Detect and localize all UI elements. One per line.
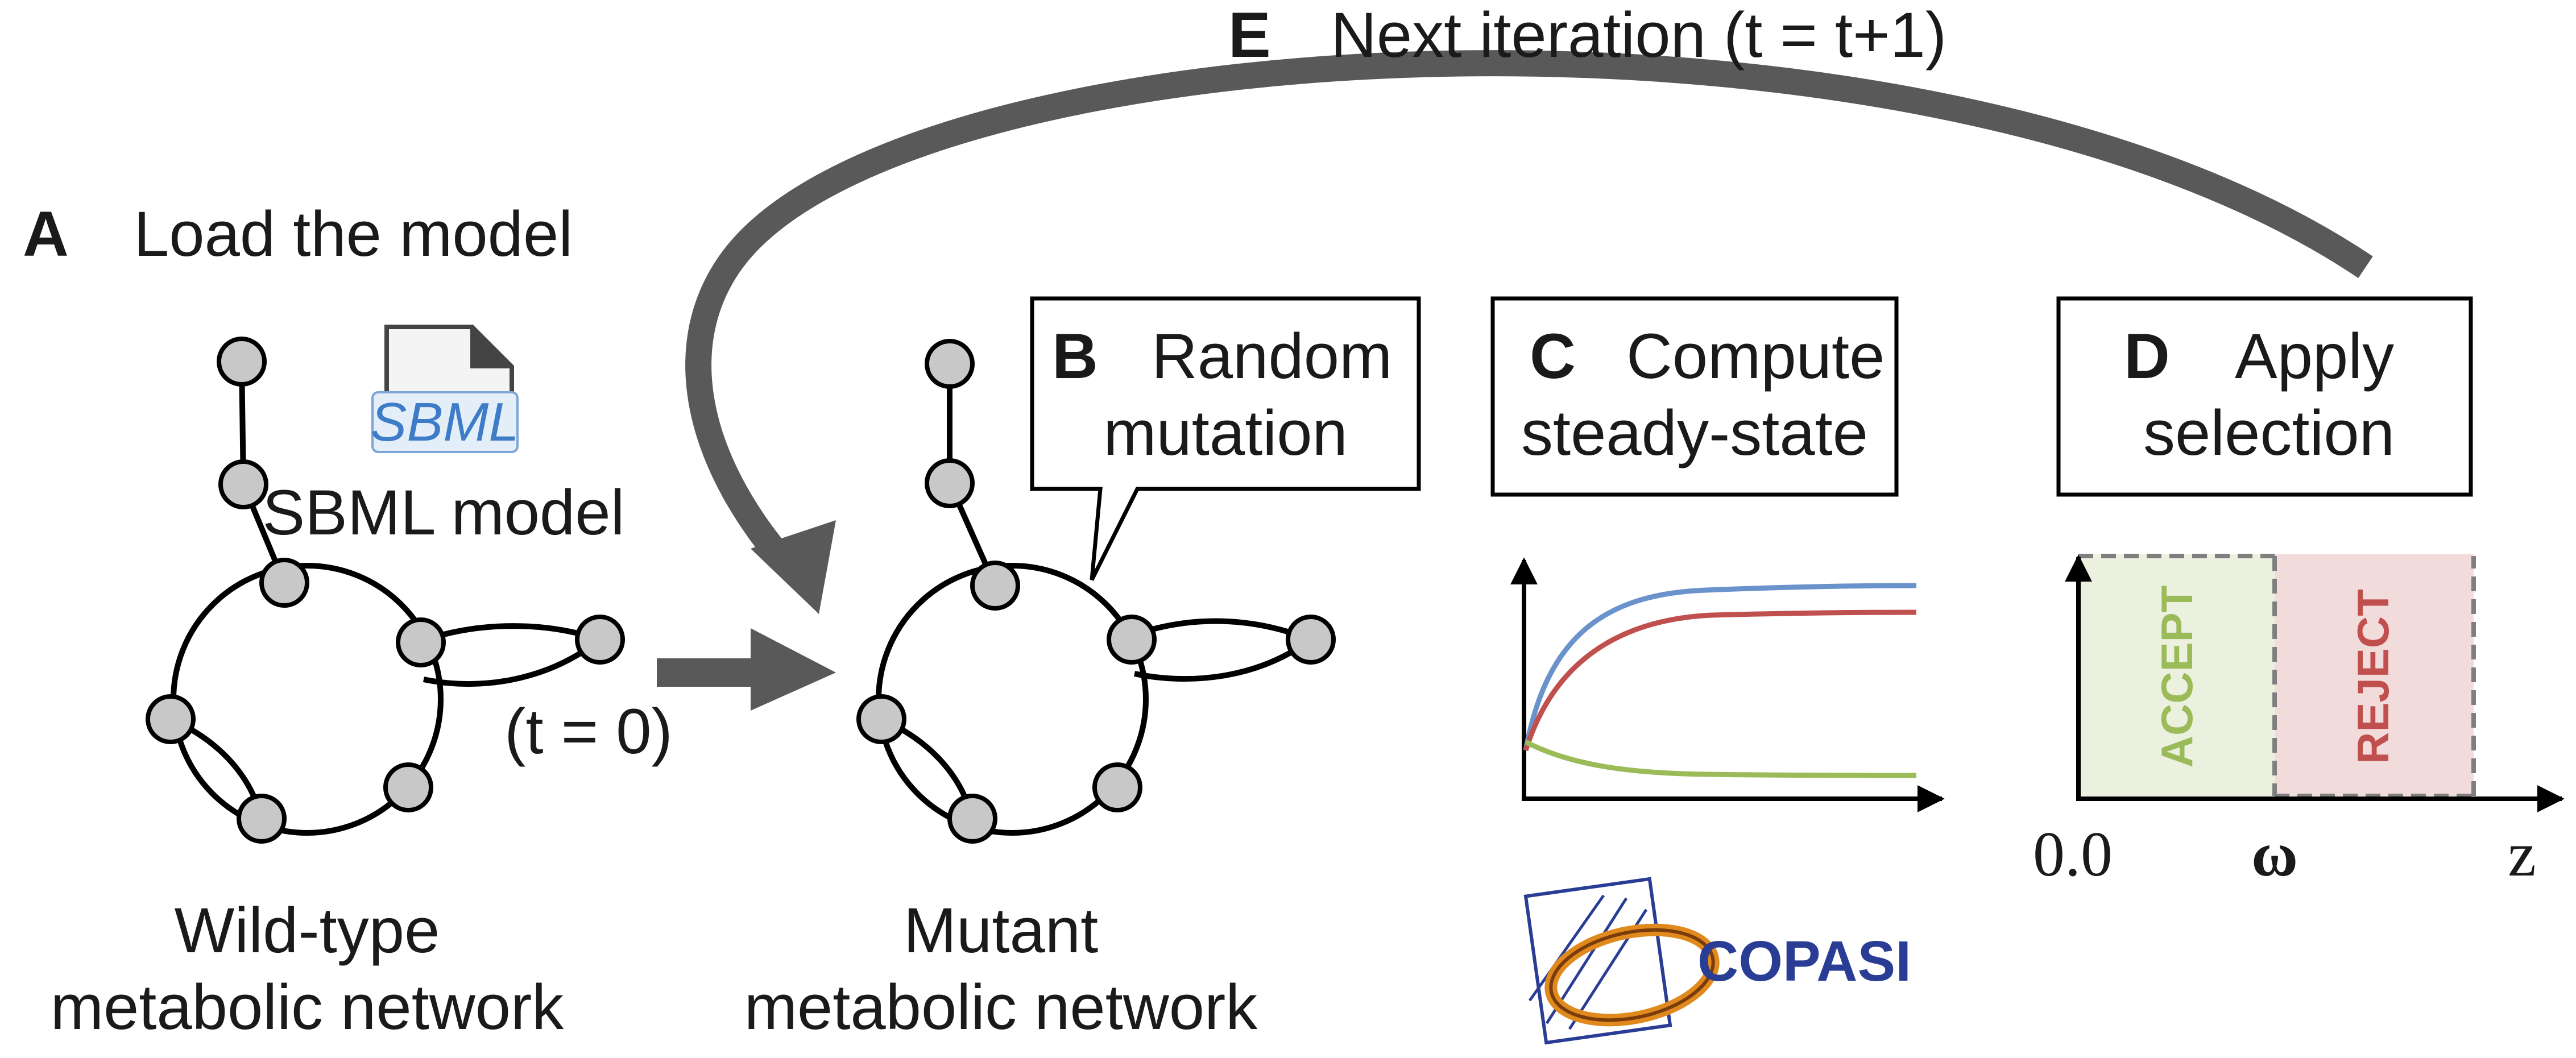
sbml-caption: SBML model	[263, 477, 625, 548]
step-a-letter: A	[23, 198, 69, 269]
node	[218, 459, 268, 509]
wild-type-nodes	[146, 337, 625, 844]
steady-state-curve-green	[1524, 740, 1917, 778]
sbml-file-icon: SBML	[370, 325, 519, 453]
iteration-arrow	[685, 50, 2373, 614]
node	[237, 794, 287, 844]
step-b-line2: mutation	[1103, 397, 1348, 468]
step-b-callout	[1030, 296, 1421, 581]
step-d-line1: Apply	[2235, 321, 2394, 392]
step-b-line1: Random	[1152, 321, 1392, 392]
steady-state-curve-blue	[1523, 583, 1917, 751]
steady-state-curve-red	[1523, 609, 1917, 752]
step-c-line2: steady-state	[1521, 397, 1868, 468]
step-e-letter: E	[1228, 0, 1271, 70]
node	[1092, 762, 1142, 812]
x-axis-label: z	[2508, 819, 2536, 890]
node	[925, 339, 975, 389]
mutation-arrow	[657, 628, 836, 711]
node	[856, 694, 906, 744]
step-d-line2: selection	[2143, 397, 2395, 468]
copasi-logo-text: COPASI	[1697, 930, 1911, 993]
x-tick-omega: ω	[2251, 819, 2298, 890]
node	[396, 617, 446, 667]
reject-label: REJECT	[2348, 589, 2398, 764]
wild-type-label-line1: Wild-type	[175, 895, 440, 966]
steady-state-plot	[1510, 557, 1945, 812]
node	[575, 615, 625, 665]
step-c-letter: C	[1530, 321, 1576, 392]
step-d-letter: D	[2124, 321, 2170, 392]
accept-region	[2078, 554, 2275, 796]
node	[259, 558, 309, 608]
step-c-line1: Compute	[1626, 321, 1885, 392]
step-a-title: Load the model	[134, 198, 573, 269]
sbml-logo-text: SBML	[370, 392, 519, 453]
wild-type-label-line2: metabolic network	[51, 972, 565, 1043]
x-tick-start: 0.0	[2033, 819, 2113, 890]
selection-plot: ACCEPT REJECT	[2065, 554, 2565, 812]
reject-region	[2275, 554, 2474, 796]
node	[217, 337, 267, 387]
step-d-box	[2056, 296, 2473, 497]
node	[146, 694, 196, 744]
node	[1286, 615, 1336, 665]
node	[1107, 615, 1157, 665]
mutant-nodes	[856, 339, 1336, 844]
node	[925, 458, 975, 508]
copasi-logo: COPASI	[1523, 877, 1911, 1045]
node	[970, 561, 1020, 611]
step-b-letter: B	[1052, 321, 1098, 392]
step-e-title: Next iteration (t = t+1)	[1331, 0, 1947, 70]
time-label: (t = 0)	[504, 696, 673, 767]
step-c-box	[1490, 296, 1899, 497]
node	[383, 762, 433, 812]
mutant-label-line1: Mutant	[904, 895, 1098, 966]
node	[947, 794, 997, 844]
accept-label: ACCEPT	[2152, 586, 2202, 768]
mutant-label-line2: metabolic network	[744, 972, 1258, 1043]
